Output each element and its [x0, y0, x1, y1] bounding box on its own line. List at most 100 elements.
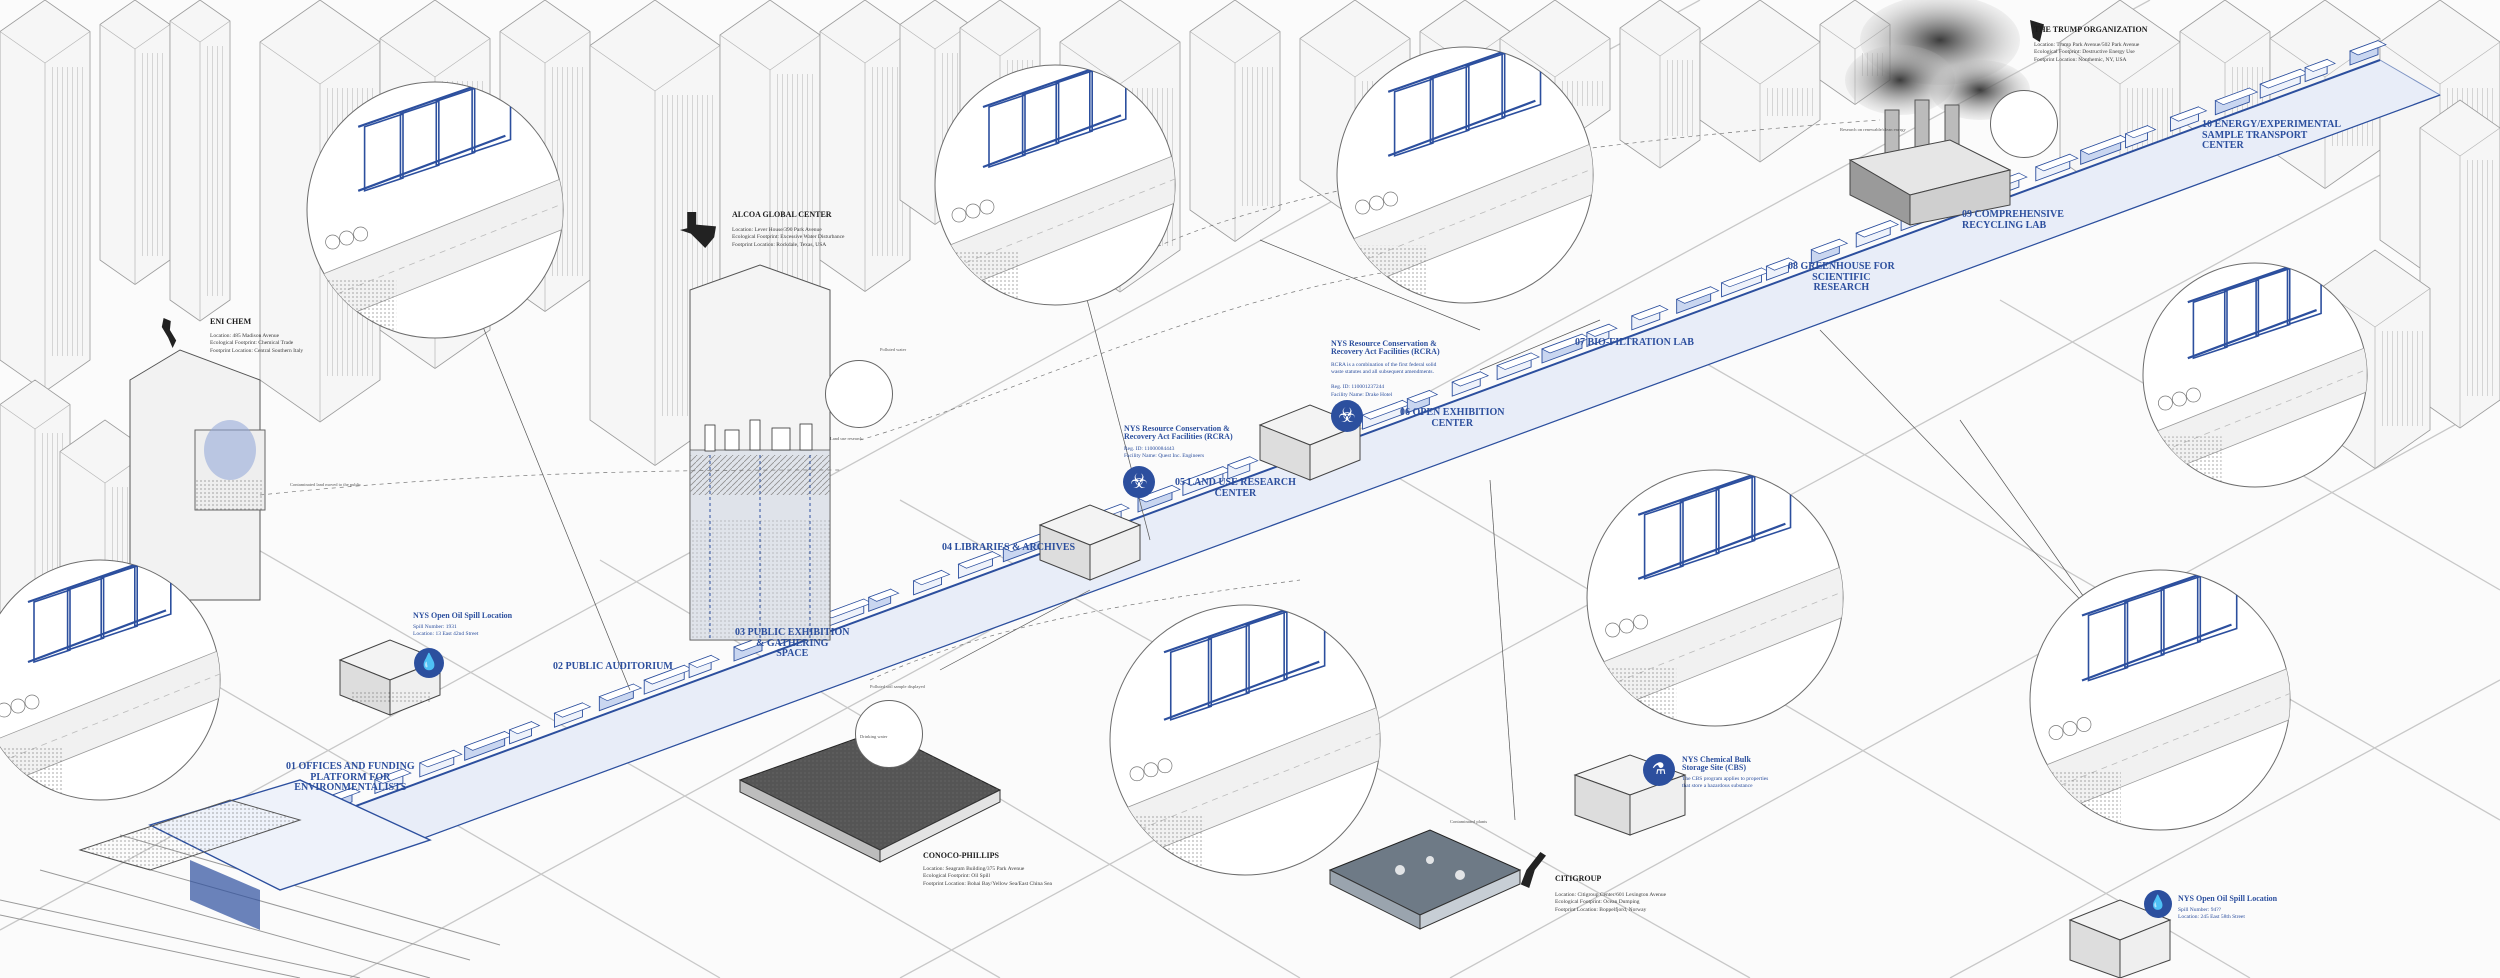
detail-circle	[2029, 569, 2291, 831]
program-label-05: 05 LAND USE RESEARCH CENTER	[1175, 477, 1296, 499]
oil-drop-icon: 💧	[2144, 890, 2172, 918]
annotation-renewable-energy: Research on renewable/clean energy	[1840, 127, 1906, 132]
program-module	[2034, 153, 2079, 182]
detail-circle	[2142, 262, 2368, 488]
rcra-box-1	[1038, 504, 1142, 581]
conoco-site	[738, 729, 1002, 863]
program-module	[2304, 58, 2336, 83]
program-label-09: 09 COMPREHENSIVE RECYCLING LAB	[1962, 209, 2064, 231]
program-module	[1137, 484, 1181, 513]
eni-name: ENI CHEM	[210, 317, 252, 326]
rcra-title-1: NYS Resource Conservation & Recovery Act…	[1124, 424, 1233, 442]
program-module	[1451, 371, 1490, 397]
program-module	[374, 768, 412, 795]
program-module	[553, 702, 592, 728]
annotation-polluted-water: Polluted water	[880, 347, 907, 352]
program-module	[1586, 323, 1618, 348]
tower	[1699, 0, 1821, 163]
person-pointing-icon	[825, 360, 893, 428]
program-module	[912, 569, 951, 596]
program-module	[688, 654, 720, 679]
cbs-details: The CBS program applies to properties th…	[1682, 776, 1769, 790]
program-module	[2169, 106, 2208, 132]
tower	[589, 0, 721, 466]
alcoa-name: ALCOA GLOBAL CENTER	[732, 210, 832, 219]
program-module	[1406, 389, 1439, 414]
citigroup-details: Location: Citigroup Center/601 Lexington…	[1555, 892, 1667, 913]
annotation-drinking-water: Drinking water	[860, 734, 888, 739]
biohazard-icon: ☣	[1331, 400, 1363, 432]
detail-circle	[1586, 469, 1844, 727]
detail-circles	[0, 46, 2368, 876]
trump-name: THE TRUMP ORGANIZATION	[2034, 25, 2148, 34]
program-module	[2124, 124, 2157, 149]
program-module	[2079, 134, 2130, 165]
program-module	[867, 588, 900, 612]
person-drinking-icon	[855, 700, 923, 768]
megaphone-person-icon	[1990, 90, 2058, 158]
program-module	[1630, 304, 1669, 331]
program-label-02: 02 PUBLIC AUDITORIUM	[553, 661, 673, 672]
program-label-10: 10 ENERGY/EXPERIMENTAL SAMPLE TRANSPORT …	[2202, 119, 2341, 151]
tower	[99, 0, 171, 285]
annotation-polluted-soil: Polluted soil sample displayed	[870, 684, 925, 689]
program-module	[1182, 465, 1232, 497]
program-module	[508, 720, 541, 745]
annotation-contaminated-plants: Contaminated plants	[1450, 819, 1488, 824]
program-label-08: 08 GREENHOUSE FOR SCIENTIFIC RESEARCH	[1788, 261, 1895, 293]
program-module	[463, 730, 514, 761]
chemical-bottle-icon: ⚗	[1643, 754, 1675, 786]
program-label-06: 06 OPEN EXHIBITION CENTER	[1400, 407, 1505, 429]
oil-spill-title-2: NYS Open Oil Spill Location	[2178, 894, 2278, 903]
program-label-04: 04 LIBRARIES & ARCHIVES	[942, 542, 1076, 553]
tower	[819, 0, 911, 292]
program-module	[1855, 219, 1900, 248]
program-module	[2214, 87, 2259, 116]
program-module	[957, 550, 1002, 579]
tower	[1189, 0, 1281, 242]
rcra-title-2: NYS Resource Conservation & Recovery Act…	[1331, 339, 1440, 357]
program-module	[643, 664, 694, 695]
usa-flag-icon	[2030, 20, 2044, 42]
detail-circle	[0, 559, 221, 801]
program-module	[598, 683, 643, 712]
program-module	[1675, 286, 1720, 314]
program-module	[2349, 39, 2387, 66]
program-module	[1810, 238, 1849, 265]
program-module	[1496, 352, 1540, 381]
tower	[719, 0, 821, 346]
trump-details: Location: Trump Park Avenue/502 Park Ave…	[2034, 42, 2140, 63]
annotation-contaminated-land: Contaminated land moved to the public	[290, 482, 362, 487]
program-module	[418, 749, 463, 778]
eni-details: Location: 485 Madison Avenue Ecological …	[210, 333, 304, 354]
rcra-details-1: Reg. ID: 11000084443 Facility Name: Ques…	[1124, 446, 1205, 460]
oil-spill-details-2: Spill Number: 94?? Location: 245 East 58…	[2178, 907, 2245, 921]
tower	[0, 0, 91, 392]
program-label-07: 07 BIO-FILTRATION LAB	[1575, 337, 1694, 348]
oil-drop-icon: 💧	[414, 648, 444, 678]
citigroup-site	[1328, 829, 1522, 930]
tower	[2419, 99, 2500, 429]
annotation-land-use: Land use research	[830, 436, 863, 441]
oil-spill-details-1: Spill Number: 1931 Location: 13 East 42n…	[413, 624, 479, 638]
program-module	[1226, 456, 1259, 480]
alcoa-tower	[689, 264, 831, 641]
program-label-03: 03 PUBLIC EXHIBITION & GATHERING SPACE	[735, 627, 850, 659]
citigroup-name: CITIGROUP	[1555, 874, 1602, 883]
program-module	[1765, 257, 1798, 281]
oil-spill-title-1: NYS Open Oil Spill Location	[413, 611, 513, 620]
biohazard-icon: ☣	[1123, 466, 1155, 498]
tower	[169, 0, 231, 322]
alcoa-details: Location: Lever House/390 Park Avenue Ec…	[732, 227, 845, 248]
conoco-name: CONOCO-PHILLIPS	[923, 851, 1000, 860]
detail-circle	[306, 81, 564, 339]
rail-tunnel	[78, 779, 432, 930]
program-label-01: 01 OFFICES AND FUNDING PLATFORM FOR ENVI…	[286, 761, 415, 793]
tower	[1619, 0, 1701, 169]
cbs-title: NYS Chemical Bulk Storage Site (CBS)	[1682, 755, 1751, 773]
rcra-details-2: RCRA is a combination of the first feder…	[1331, 362, 1437, 398]
conoco-details: Location: Seagram Building/375 Park Aven…	[923, 866, 1052, 887]
eni-tower	[129, 349, 266, 601]
